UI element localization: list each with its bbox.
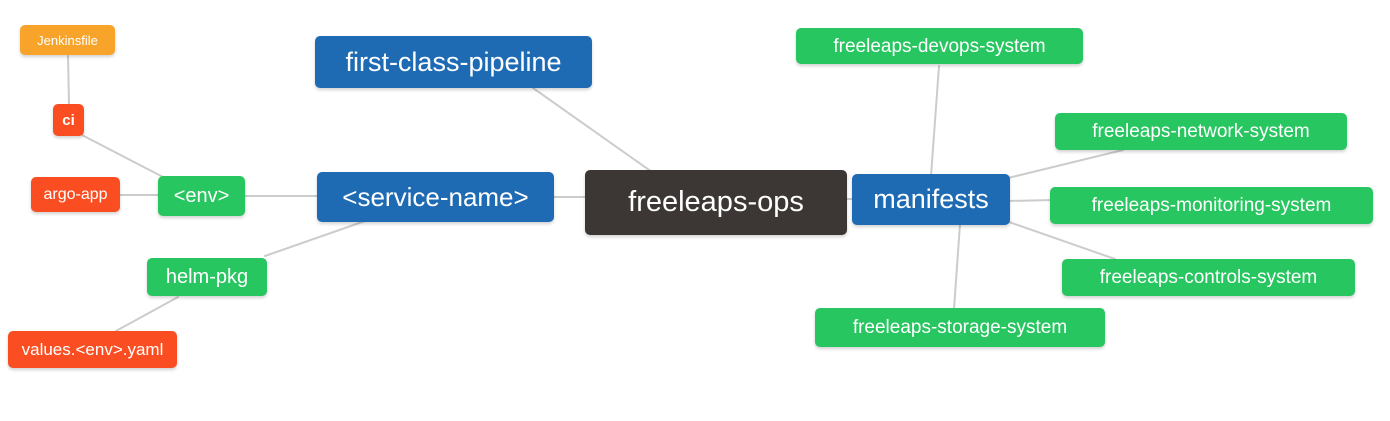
edge-first-class-pipeline--freeleaps-ops (532, 87, 653, 173)
mindmap-node-manifests[interactable]: manifests (852, 174, 1010, 225)
mindmap-node-values-env-yaml[interactable]: values.<env>.yaml (8, 331, 177, 368)
edge-manifests--controls-system (1008, 221, 1116, 260)
edge-manifests--monitoring-system (1007, 199, 1054, 202)
mindmap-node-network-system[interactable]: freeleaps-network-system (1055, 113, 1347, 150)
edge-jenkinsfile--ci (67, 55, 70, 105)
mindmap-node-first-class-pipeline[interactable]: first-class-pipeline (315, 36, 592, 88)
edge-manifests--network-system (1007, 149, 1124, 179)
mindmap-node-monitoring-system[interactable]: freeleaps-monitoring-system (1050, 187, 1373, 224)
edge-manifests--storage-system (953, 223, 961, 310)
edge-values-env-yaml--helm-pkg (115, 296, 179, 332)
mindmap-node-ci[interactable]: ci (53, 104, 84, 136)
mindmap-node-service-name[interactable]: <service-name> (317, 172, 554, 222)
mindmap-node-argo-app[interactable]: argo-app (31, 177, 120, 212)
mindmap-node-freeleaps-ops[interactable]: freeleaps-ops (585, 170, 847, 235)
mindmap-node-storage-system[interactable]: freeleaps-storage-system (815, 308, 1105, 347)
edge-ci--env (79, 133, 164, 178)
mindmap-node-jenkinsfile[interactable]: Jenkinsfile (20, 25, 115, 55)
edge-manifests--devops-system (930, 65, 940, 177)
mindmap-node-env[interactable]: <env> (158, 176, 245, 216)
mindmap-node-devops-system[interactable]: freeleaps-devops-system (796, 28, 1083, 64)
edge-helm-pkg--service-name (264, 220, 366, 257)
mindmap-node-controls-system[interactable]: freeleaps-controls-system (1062, 259, 1355, 296)
mindmap-node-helm-pkg[interactable]: helm-pkg (147, 258, 267, 296)
